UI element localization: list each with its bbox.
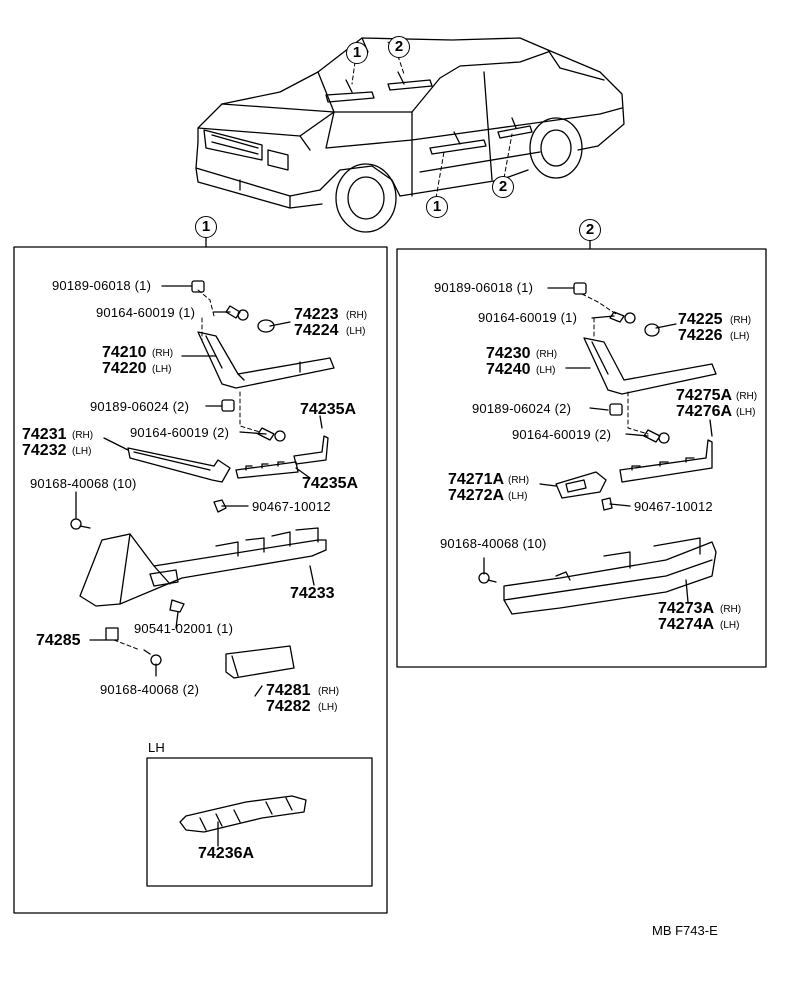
panel-2-parts xyxy=(478,282,717,615)
part-74223: 74223 xyxy=(294,306,339,323)
part-90467-10012: 90467-10012 xyxy=(252,499,331,514)
part-90541-02001: 90541-02001 (1) xyxy=(134,621,234,636)
rh-tag: (RH) xyxy=(730,315,752,326)
panel-2-callout-label: 2 xyxy=(585,221,595,238)
part-90189-06018: 90189-06018 (1) xyxy=(434,280,534,295)
part-90189-06024: 90189-06024 (2) xyxy=(472,401,572,416)
part-74274a: 74274A xyxy=(658,616,715,633)
part-74231: 74231 xyxy=(22,426,67,443)
panel-1-callout: 1 xyxy=(195,216,217,238)
part-74271a: 74271A xyxy=(448,471,505,488)
rh-tag: (RH) xyxy=(152,348,174,359)
part-74273a: 74273A xyxy=(658,600,715,617)
panel-1-frame xyxy=(13,246,388,914)
lh-tag: (LH) xyxy=(730,331,750,342)
callout-1-car-upper: 1 xyxy=(346,42,368,64)
panel-1-callout-label: 1 xyxy=(201,218,211,235)
callout-2-car-lower: 2 xyxy=(492,176,514,198)
part-74233: 74233 xyxy=(290,585,335,602)
lh-tag: (LH) xyxy=(346,326,366,337)
callout-1-label: 1 xyxy=(432,198,442,215)
lh-tag: (LH) xyxy=(536,365,556,376)
lh-box-title: LH xyxy=(148,740,166,755)
lh-tag: (LH) xyxy=(720,620,740,631)
part-74226: 74226 xyxy=(678,327,723,344)
rh-tag: (RH) xyxy=(72,430,94,441)
part-90189-06024: 90189-06024 (2) xyxy=(90,399,190,414)
part-74230: 74230 xyxy=(486,345,531,362)
callout-2-car-upper: 2 xyxy=(388,36,410,58)
rh-tag: (RH) xyxy=(318,686,340,697)
lh-tag: (LH) xyxy=(508,491,528,502)
part-90168-40068-2: 90168-40068 (2) xyxy=(100,682,200,697)
rh-tag: (RH) xyxy=(346,310,368,321)
lh-tag: (LH) xyxy=(72,446,92,457)
part-74272a: 74272A xyxy=(448,487,505,504)
callout-1-label: 1 xyxy=(352,44,362,61)
lh-tag: (LH) xyxy=(152,364,172,375)
part-74282: 74282 xyxy=(266,698,311,715)
rh-tag: (RH) xyxy=(736,391,758,402)
part-90164-60019-1: 90164-60019 (1) xyxy=(478,310,578,325)
part-90189-06018: 90189-06018 (1) xyxy=(52,278,152,293)
part-74275a: 74275A xyxy=(676,387,733,404)
part-74210: 74210 xyxy=(102,344,147,361)
part-90164-60019-1: 90164-60019 (1) xyxy=(96,305,196,320)
part-74220: 74220 xyxy=(102,360,147,377)
part-90168-40068-10: 90168-40068 (10) xyxy=(440,536,547,551)
car-illustration xyxy=(195,37,625,233)
rh-tag: (RH) xyxy=(508,475,530,486)
rh-tag: (RH) xyxy=(720,604,742,615)
part-74285: 74285 xyxy=(36,632,81,649)
part-74281: 74281 xyxy=(266,682,311,699)
panel-1-parts xyxy=(70,280,335,833)
part-90164-60019-2: 90164-60019 (2) xyxy=(130,425,230,440)
part-74235a-upper: 74235A xyxy=(300,401,357,418)
part-90168-40068-10: 90168-40068 (10) xyxy=(30,476,137,491)
part-74236a: 74236A xyxy=(198,845,255,862)
panel-2-frame xyxy=(396,248,767,668)
figure-code: MB F743-E xyxy=(652,923,718,938)
lh-tag: (LH) xyxy=(736,407,756,418)
part-74240: 74240 xyxy=(486,361,531,378)
lh-tag: (LH) xyxy=(318,702,338,713)
callout-2-label: 2 xyxy=(498,178,508,195)
panel-2-callout: 2 xyxy=(579,219,601,241)
rh-tag: (RH) xyxy=(536,349,558,360)
part-74232: 74232 xyxy=(22,442,67,459)
part-74224: 74224 xyxy=(294,322,339,339)
part-90164-60019-2: 90164-60019 (2) xyxy=(512,427,612,442)
part-74225: 74225 xyxy=(678,311,723,328)
part-90467-10012: 90467-10012 xyxy=(634,499,713,514)
callout-2-label: 2 xyxy=(394,38,404,55)
part-74235a-lower: 74235A xyxy=(302,475,359,492)
callout-1-car-lower: 1 xyxy=(426,196,448,218)
part-74276a: 74276A xyxy=(676,403,733,420)
lh-sub-box xyxy=(146,757,373,887)
